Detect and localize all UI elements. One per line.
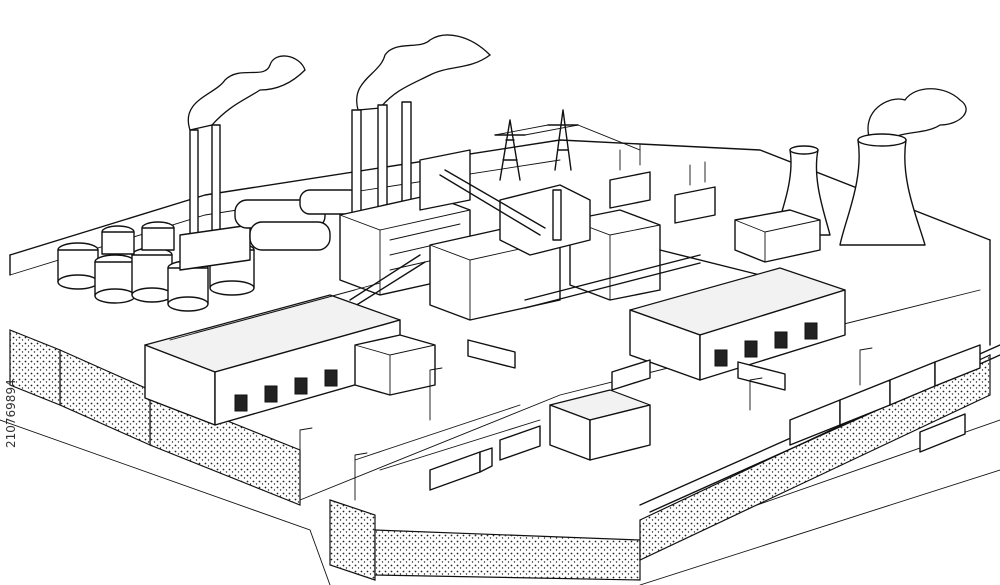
tank [57,242,99,290]
process-buildings [419,149,661,321]
watermark-text: 210769894 [4,379,18,448]
power-pylons [494,109,641,181]
small-office [354,334,436,396]
tank [131,247,173,303]
tank [101,225,135,255]
truck [737,361,786,391]
office-building-right [734,209,821,263]
tank [141,221,175,251]
front-fence-left [9,329,301,506]
watermark-id: 210769894 [2,330,20,450]
conveyor-bridges [349,169,761,309]
trucks [429,339,966,491]
cylinder-tanks [234,189,361,251]
truck [429,447,493,491]
warehouse-right [629,267,846,381]
front-fence-gate [329,499,641,581]
gatehouse [549,389,651,461]
perimeter-fence [9,139,991,581]
street-lamps [299,347,873,501]
left-chimneys [179,124,251,271]
truck [919,413,966,453]
tank [94,254,136,304]
truck [499,425,541,461]
tank-farm [57,221,255,312]
truck [611,359,651,391]
smoke-plumes [187,34,967,143]
substation [609,144,716,224]
tank [167,260,209,312]
truck [467,339,516,369]
freight-train [789,344,981,446]
warehouse-left [144,282,401,426]
